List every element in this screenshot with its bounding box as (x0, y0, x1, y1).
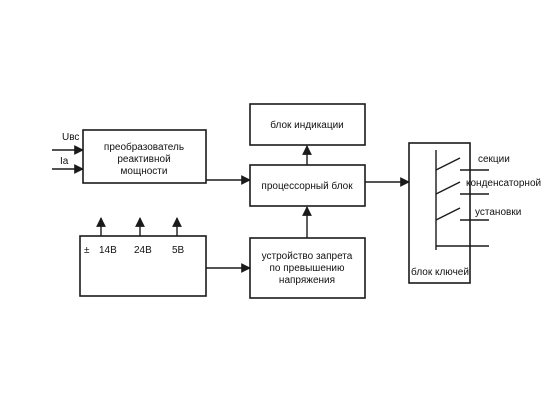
converter-label-2: реактивной (117, 154, 170, 165)
output-label-1: секции (478, 154, 510, 165)
input-i-label: Iа (60, 156, 69, 167)
power-5v-label: 5В (172, 245, 185, 256)
inhibit-label-2: по превышению (270, 263, 345, 274)
keys-label: блок ключей (411, 266, 469, 278)
inhibit-label-3: напряжения (279, 275, 335, 286)
converter-label-3: мощности (121, 166, 168, 177)
processor-block (249, 164, 366, 207)
key-switches (435, 150, 489, 250)
power-supply-block (79, 235, 207, 297)
indication-label: блок индикации (270, 119, 344, 131)
converter-label-1: преобразователь (104, 141, 184, 153)
output-label-3: установки (475, 207, 521, 218)
input-u-label: Uвс (62, 132, 79, 143)
power-24v-label: 24В (134, 245, 152, 256)
output-label-2: конденсаторной (466, 178, 541, 189)
power-pm-label: ± (84, 245, 90, 256)
keys-block (408, 142, 471, 284)
indication-block (249, 103, 366, 146)
inhibit-label-1: устройство запрета (262, 251, 353, 262)
processor-label: процессорный блок (261, 180, 353, 192)
converter-block (82, 129, 207, 184)
power-14v-label: 14В (99, 245, 117, 256)
inhibit-block (249, 237, 366, 299)
